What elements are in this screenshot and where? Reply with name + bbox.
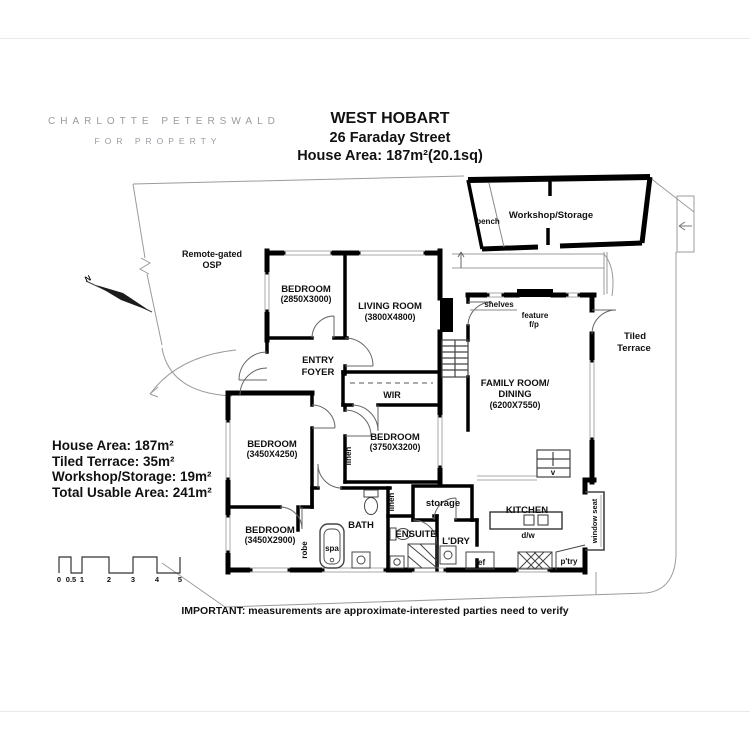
wir-label: WIR [383,390,401,400]
listing-header: WEST HOBART 26 Faraday Street House Area… [180,110,600,164]
spa-label: spa [325,544,339,553]
bedroom2-dims: (3450X4250) [247,449,298,459]
disclaimer-text: IMPORTANT: measurements are approximate-… [181,605,569,617]
agency-tagline: FOR PROPERTY [94,136,222,146]
osp-label-2: OSP [202,260,221,270]
agency-name: CHARLOTTE PETERSWALD [48,116,280,127]
bedroom3-label: BEDROOM [370,432,420,443]
scale-05: 0.5 [66,575,76,584]
deck-path [452,252,614,297]
bathtub-spa [319,523,345,569]
family-dims: (6200X7550) [490,400,541,410]
robe-label: robe [300,541,309,559]
doors [238,301,617,545]
entry-label-2: FOYER [302,367,335,378]
bench-label: bench [476,217,500,226]
window-seat-bay [585,491,605,551]
feature-label-2: f/p [529,320,539,329]
bath-label: BATH [348,520,374,531]
fridge-space [465,551,495,570]
summary-total-area: Total Usable Area: 241m² [52,484,212,500]
street-address: 26 Faraday Street [329,130,451,146]
scale-bar [58,556,181,574]
up-arrow-icon [457,251,465,268]
bath-toilet [363,489,379,515]
scale-1: 1 [80,575,84,584]
workshop-label: Workshop/Storage [509,210,593,221]
linen-ensuite-label: linen [387,493,396,512]
terrace-label-1: Tiled [624,331,646,342]
north-arrow-icon [85,280,153,313]
ensuite-shower [407,543,438,569]
terrace-label-2: Terrace [617,343,651,354]
bedroom3-dims: (3750X3200) [370,442,421,452]
summary-workshop-area: Workshop/Storage: 19m² [52,469,212,484]
feature-label-1: feature [522,311,549,320]
site-boundary [132,175,695,608]
ensuite-label: ENSUITE [395,529,436,540]
living-label: LIVING ROOM [358,301,422,312]
gate-arrow-icon [678,221,692,231]
family-label-1: FAMILY ROOM/ [481,378,550,389]
linen-hall-label: linen [344,447,353,466]
down-arrow-icon: v [551,468,556,477]
suburb-title: WEST HOBART [330,110,450,127]
area-summary: House Area: 187m² Tiled Terrace: 35m² Wo… [52,438,212,500]
north-label: N [83,273,92,284]
entry-label-1: ENTRY [302,355,335,366]
bedroom1-label: BEDROOM [281,284,331,295]
bath-vanity [351,551,371,569]
storage-label: storage [426,498,460,509]
summary-terrace-area: Tiled Terrace: 35m² [52,453,175,469]
family-label-2: DINING [498,389,531,400]
shelves-label: shelves [484,300,514,309]
pantry-label: p'try [560,557,578,566]
bedroom4-label: BEDROOM [245,525,295,536]
kitchen-island [489,511,563,530]
summary-house-area: House Area: 187m² [52,438,174,453]
top-rule [0,38,750,39]
terrace-outline [595,252,608,594]
interior-walls [226,251,479,572]
agency-logo: CHARLOTTE PETERSWALD FOR PROPERTY [48,116,280,146]
workshop-building [466,174,653,252]
living-dims: (3800X4800) [365,312,416,322]
scale-2: 2 [107,575,111,584]
window-seat-label: window seat [590,498,599,544]
scale-0: 0 [57,575,61,584]
kitchen-label: KITCHEN [506,505,548,516]
osp-label-1: Remote-gated [182,249,242,259]
ensuite-toilet [389,527,411,541]
scale-3: 3 [131,575,135,584]
bottom-rule [0,711,750,712]
family-stairs [441,339,469,378]
laundry-label: L'DRY [442,536,470,547]
stove [517,551,553,570]
scale-4: 4 [155,575,160,584]
laundry-sink [439,545,457,565]
bedroom2-label: BEDROOM [247,439,297,450]
house-area-line: House Area: 187m²(20.1sq) [297,148,483,164]
ensuite-vanity [389,555,405,569]
scale-5: 5 [178,575,182,584]
fridge-label: ref [475,558,486,567]
plan-labels: Workshop/Storage bench Remote-gated OSP … [57,210,651,584]
pantry [555,544,586,570]
kitchen-steps [536,449,571,478]
house-walls [225,248,597,575]
bedroom1-dims: (2850X3000) [281,294,332,304]
dishwasher-label: d/w [521,531,535,540]
bedroom4-dims: (3450X2900) [245,535,296,545]
